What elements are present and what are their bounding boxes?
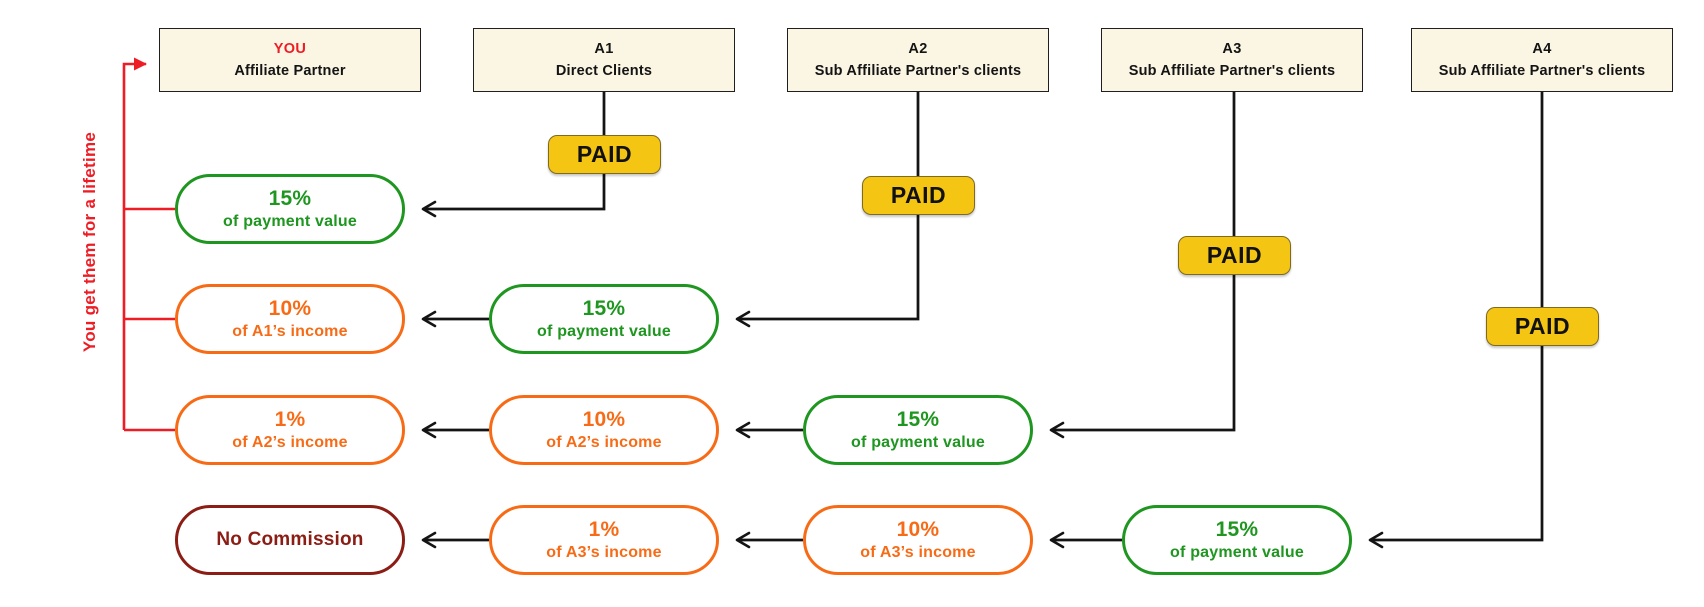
header-box-a2: A2 Sub Affiliate Partner's clients [787,28,1049,92]
header-title: A1 [594,41,614,57]
a4-paid-arrow [1368,92,1544,549]
header-subtitle: Sub Affiliate Partner's clients [1438,63,1646,79]
paid-badge-a2: PAID [862,176,975,215]
pill-row3-a1-10pct: 10% of A2’s income [489,395,719,465]
pill-caption: of A1’s income [232,323,348,341]
pill-value: 10% [268,296,312,320]
pill-row3-you-1pct: 1% of A2’s income [175,395,405,465]
paid-badge-a4: PAID [1486,307,1599,346]
lifetime-bracket-arrow [122,57,147,430]
pill-value: 15% [582,296,626,320]
pill-caption: of payment value [223,213,357,231]
header-title: YOU [273,41,307,57]
header-title: A2 [908,41,928,57]
a1-paid-arrow [421,92,606,218]
pill-value: 1% [274,407,306,431]
paid-badge-a3: PAID [1178,236,1291,275]
header-subtitle: Direct Clients [555,63,653,79]
pill-row3-a2-15pct: 15% of payment value [803,395,1033,465]
header-box-a3: A3 Sub Affiliate Partner's clients [1101,28,1363,92]
pill-row1-you-15pct: 15% of payment value [175,174,405,244]
header-box-a4: A4 Sub Affiliate Partner's clients [1411,28,1673,92]
lifetime-note: You get them for a lifetime [80,131,99,353]
a3-paid-arrow [1049,92,1236,439]
pill-value: No Commission [216,528,364,550]
pill-value: 15% [896,407,940,431]
a2-paid-arrow [735,92,920,328]
pill-value: 15% [268,186,312,210]
pill-value: 10% [582,407,626,431]
pill-caption: of A3’s income [860,544,976,562]
pill-caption: of payment value [537,323,671,341]
pill-caption: of payment value [851,434,985,452]
header-title: A4 [1532,41,1552,57]
pill-caption: of A2’s income [232,434,348,452]
pill-row4-a2-10pct: 10% of A3’s income [803,505,1033,575]
pill-row4-a3-15pct: 15% of payment value [1122,505,1352,575]
pill-caption: of payment value [1170,544,1304,562]
pill-row2-you-10pct: 10% of A1’s income [175,284,405,354]
pill-caption: of A3’s income [546,544,662,562]
header-subtitle: Sub Affiliate Partner's clients [814,63,1022,79]
pill-value: 15% [1215,517,1259,541]
header-title: A3 [1222,41,1242,57]
pill-value: 10% [896,517,940,541]
pill-row4-a1-1pct: 1% of A3’s income [489,505,719,575]
header-subtitle: Sub Affiliate Partner's clients [1128,63,1336,79]
pill-row4-you-no-commission: No Commission [175,505,405,575]
pill-caption: of A2’s income [546,434,662,452]
header-box-a1: A1 Direct Clients [473,28,735,92]
header-subtitle: Affiliate Partner [234,63,346,79]
paid-badge-a1: PAID [548,135,661,174]
pill-value: 1% [588,517,620,541]
pill-row2-a1-15pct: 15% of payment value [489,284,719,354]
header-box-you: YOU Affiliate Partner [159,28,421,92]
